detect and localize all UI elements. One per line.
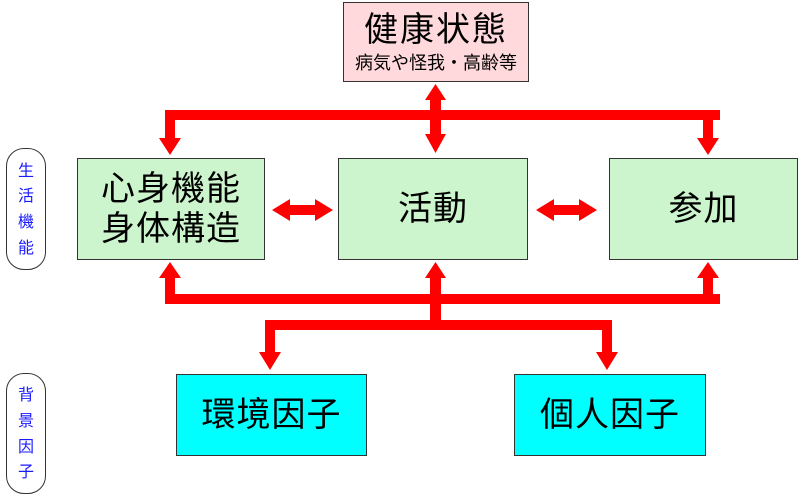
bottom-right-rise [703,278,713,304]
bottom-left-rise [165,278,175,304]
factor-left-drop [265,320,275,352]
background-factor-side-label: 背 景 因 子 [6,373,46,494]
top-right-drop [703,110,713,138]
environmental-factors-box: 環境因子 [176,374,367,456]
arrow-down-to-activity [425,134,446,153]
health-condition-subtitle: 病気や怪我・高齢等 [355,53,517,75]
arrow-down-to-personal [596,352,618,370]
arrow-activity-participation [536,199,597,221]
arrow-up-to-health [425,84,446,100]
personal-factors-box: 個人因子 [514,374,706,456]
arrow-down-to-body [159,138,181,155]
personal-factors-label: 個人因子 [540,394,680,435]
side-char: 機 [17,212,34,231]
body-structure-label: 身体構造 [101,209,241,249]
arrow-down-to-environment [259,352,281,370]
side-char: 景 [17,410,34,430]
arrow-up-to-participation [697,262,719,278]
side-char: 子 [17,462,34,482]
arrow-up-to-activity [425,262,446,278]
top-connector-bar [165,110,720,120]
top-connector-vertical [430,100,441,134]
side-char: 背 [17,385,34,405]
side-char: 活 [17,186,34,206]
body-function-box: 心身機能 身体構造 [77,158,265,260]
side-char: 能 [17,237,34,257]
factor-right-drop [602,320,612,352]
body-function-label: 心身機能 [101,168,241,209]
bottom-connector-bar [165,294,720,304]
side-char: 因 [17,436,34,456]
side-char: 生 [17,160,34,180]
factor-connector-bar [265,320,612,330]
top-left-drop [165,110,175,138]
health-condition-box: 健康状態 病気や怪我・高齢等 [343,2,529,82]
participation-box: 参加 [609,158,798,260]
environmental-factors-label: 環境因子 [201,394,342,435]
bottom-center-rise [430,278,441,328]
participation-label: 参加 [668,188,739,229]
arrow-body-activity [272,199,333,221]
arrow-down-to-participation [697,138,719,155]
activity-label: 活動 [398,188,468,229]
activity-box: 活動 [338,158,528,260]
life-function-side-label: 生 活 機 能 [6,148,46,270]
health-condition-title: 健康状態 [364,10,508,51]
arrow-up-to-body [159,262,181,278]
